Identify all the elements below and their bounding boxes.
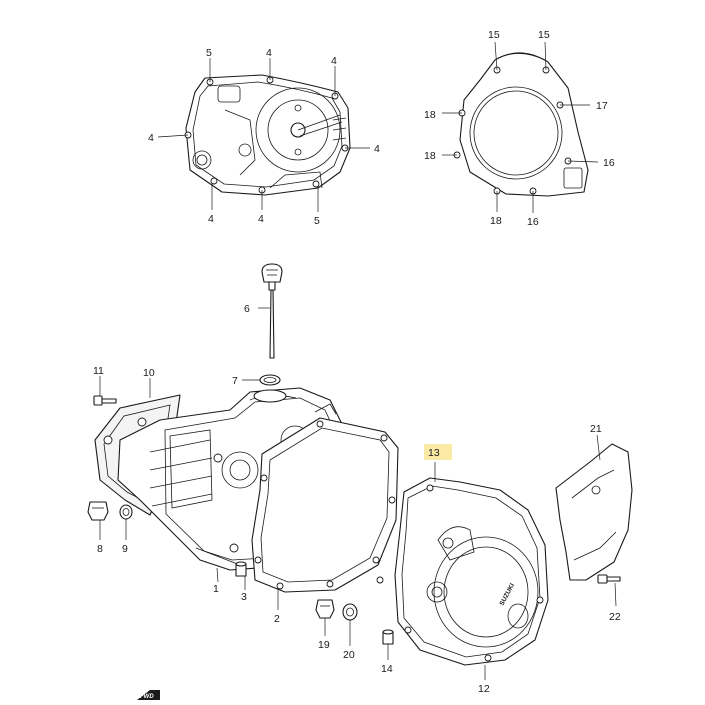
callout-label: 14 (381, 663, 393, 675)
dowel-pin-3 (235, 561, 247, 577)
clutch-cover-inside-view (184, 74, 351, 196)
callout-label: 4 (331, 55, 337, 67)
callout-label: 4 (374, 143, 380, 155)
callout-label: 18 (490, 215, 502, 227)
callout-label: 1 (213, 583, 219, 595)
callout-label: 9 (122, 543, 128, 555)
plug-19 (315, 599, 335, 619)
callout-label: 2 (274, 613, 280, 625)
forward-direction-arrow: FWD (137, 690, 160, 700)
callout-label: 22 (609, 611, 621, 623)
callout-label: 5 (314, 215, 320, 227)
o-ring (259, 374, 281, 386)
callout-label: 12 (478, 683, 490, 695)
callout-label: 8 (97, 543, 103, 555)
callout-label: 4 (266, 47, 272, 59)
callout-label: 16 (603, 157, 615, 169)
leader-lines (99, 41, 617, 680)
magneto-cover-inside-view (453, 52, 589, 197)
callout-label: 16 (527, 216, 539, 228)
fwd-label: FWD (140, 694, 154, 700)
oil-dipstick (261, 263, 283, 359)
bolt-22 (597, 574, 621, 584)
callout-label: 10 (143, 367, 155, 379)
callout-label: 18 (424, 109, 436, 121)
callout-label: 4 (208, 213, 214, 225)
callout-label: 7 (232, 375, 238, 387)
callout-label: 20 (343, 649, 355, 661)
right-crankcase-gasket (251, 417, 399, 593)
gasket-washer-20 (342, 603, 358, 621)
magneto-cover: SUZUKI (376, 477, 549, 666)
callout-label: 6 (244, 303, 250, 315)
callout-label: 15 (488, 29, 500, 41)
callout-label: 5 (206, 47, 212, 59)
side-cover-21 (555, 443, 633, 581)
callout-label: 18 (424, 150, 436, 162)
callout-label: 19 (318, 639, 330, 651)
highlighted-callout-label: 13 (428, 447, 440, 459)
washer-9 (119, 504, 133, 520)
callout-highlight (424, 444, 452, 460)
callout-label: 17 (596, 100, 608, 112)
callout-label: 15 (538, 29, 550, 41)
callout-label: 4 (258, 213, 264, 225)
bolt-11 (93, 395, 117, 406)
callout-labels: 5 4 4 4 4 4 4 5 15 15 17 18 18 16 18 16 … (93, 29, 621, 695)
callout-label: 21 (590, 423, 602, 435)
callout-label: 11 (93, 365, 104, 377)
dowel-pin-14 (382, 629, 394, 645)
callout-label: 3 (241, 591, 247, 603)
callout-label: 4 (148, 132, 154, 144)
drain-plug (87, 501, 109, 521)
